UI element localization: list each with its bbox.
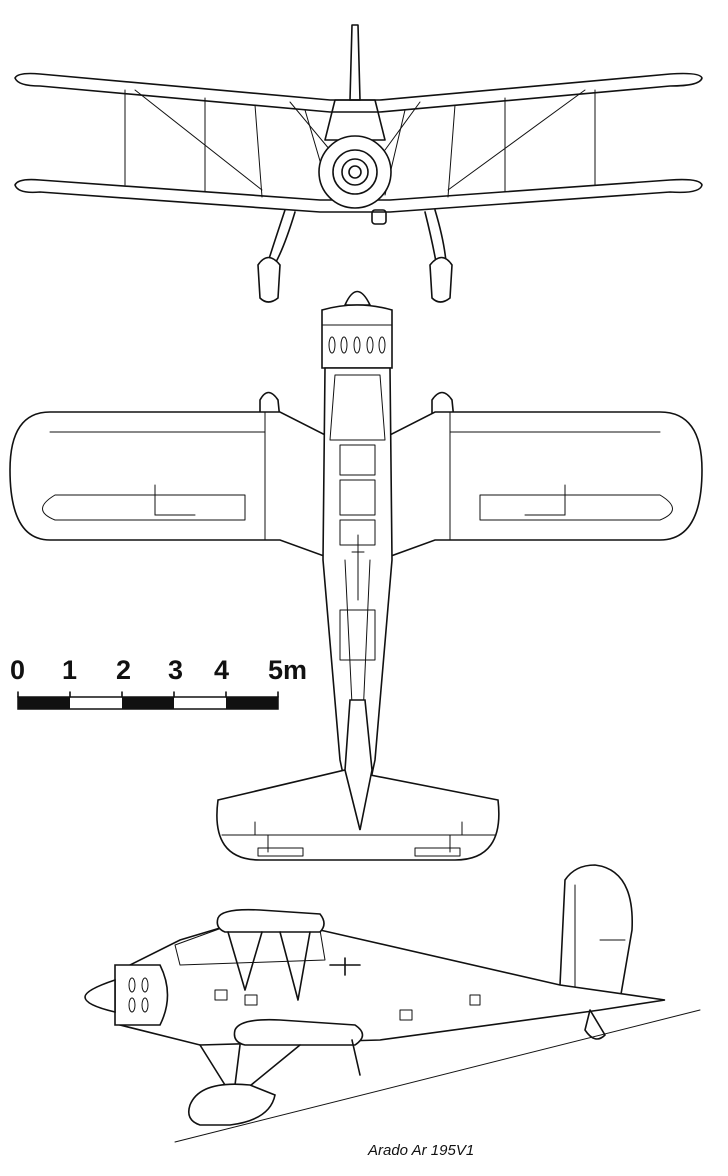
side-lower-wing bbox=[233, 1018, 364, 1046]
front-engine-cowling bbox=[318, 135, 392, 209]
scale-label-1: 1 bbox=[62, 655, 78, 685]
front-lower-wing bbox=[14, 178, 703, 213]
side-upper-wing bbox=[216, 908, 325, 933]
right-float bbox=[429, 256, 453, 303]
side-fuselage bbox=[119, 924, 666, 1046]
spinner bbox=[343, 290, 372, 306]
caption: Arado Ar 195V1 bbox=[368, 1142, 475, 1159]
side-engine-cowling bbox=[114, 964, 169, 1026]
side-spinner bbox=[84, 978, 116, 1014]
side-float bbox=[187, 1083, 276, 1126]
ground-line bbox=[174, 1009, 701, 1143]
scale-label-0: 0 bbox=[10, 655, 26, 685]
scale-label-2: 2 bbox=[116, 655, 132, 685]
top-view bbox=[9, 290, 703, 861]
side-fin bbox=[559, 864, 633, 1001]
front-upper-wing bbox=[14, 72, 703, 113]
scale-label-5m: 5m bbox=[268, 655, 308, 685]
left-float bbox=[257, 256, 281, 303]
scale-bar bbox=[17, 691, 279, 710]
side-view bbox=[84, 864, 701, 1143]
left-float-strut bbox=[267, 209, 296, 263]
front-view bbox=[14, 24, 703, 303]
front-fin bbox=[349, 24, 361, 101]
scale-label-4: 4 bbox=[214, 655, 230, 685]
scale-label-3: 3 bbox=[168, 655, 184, 685]
